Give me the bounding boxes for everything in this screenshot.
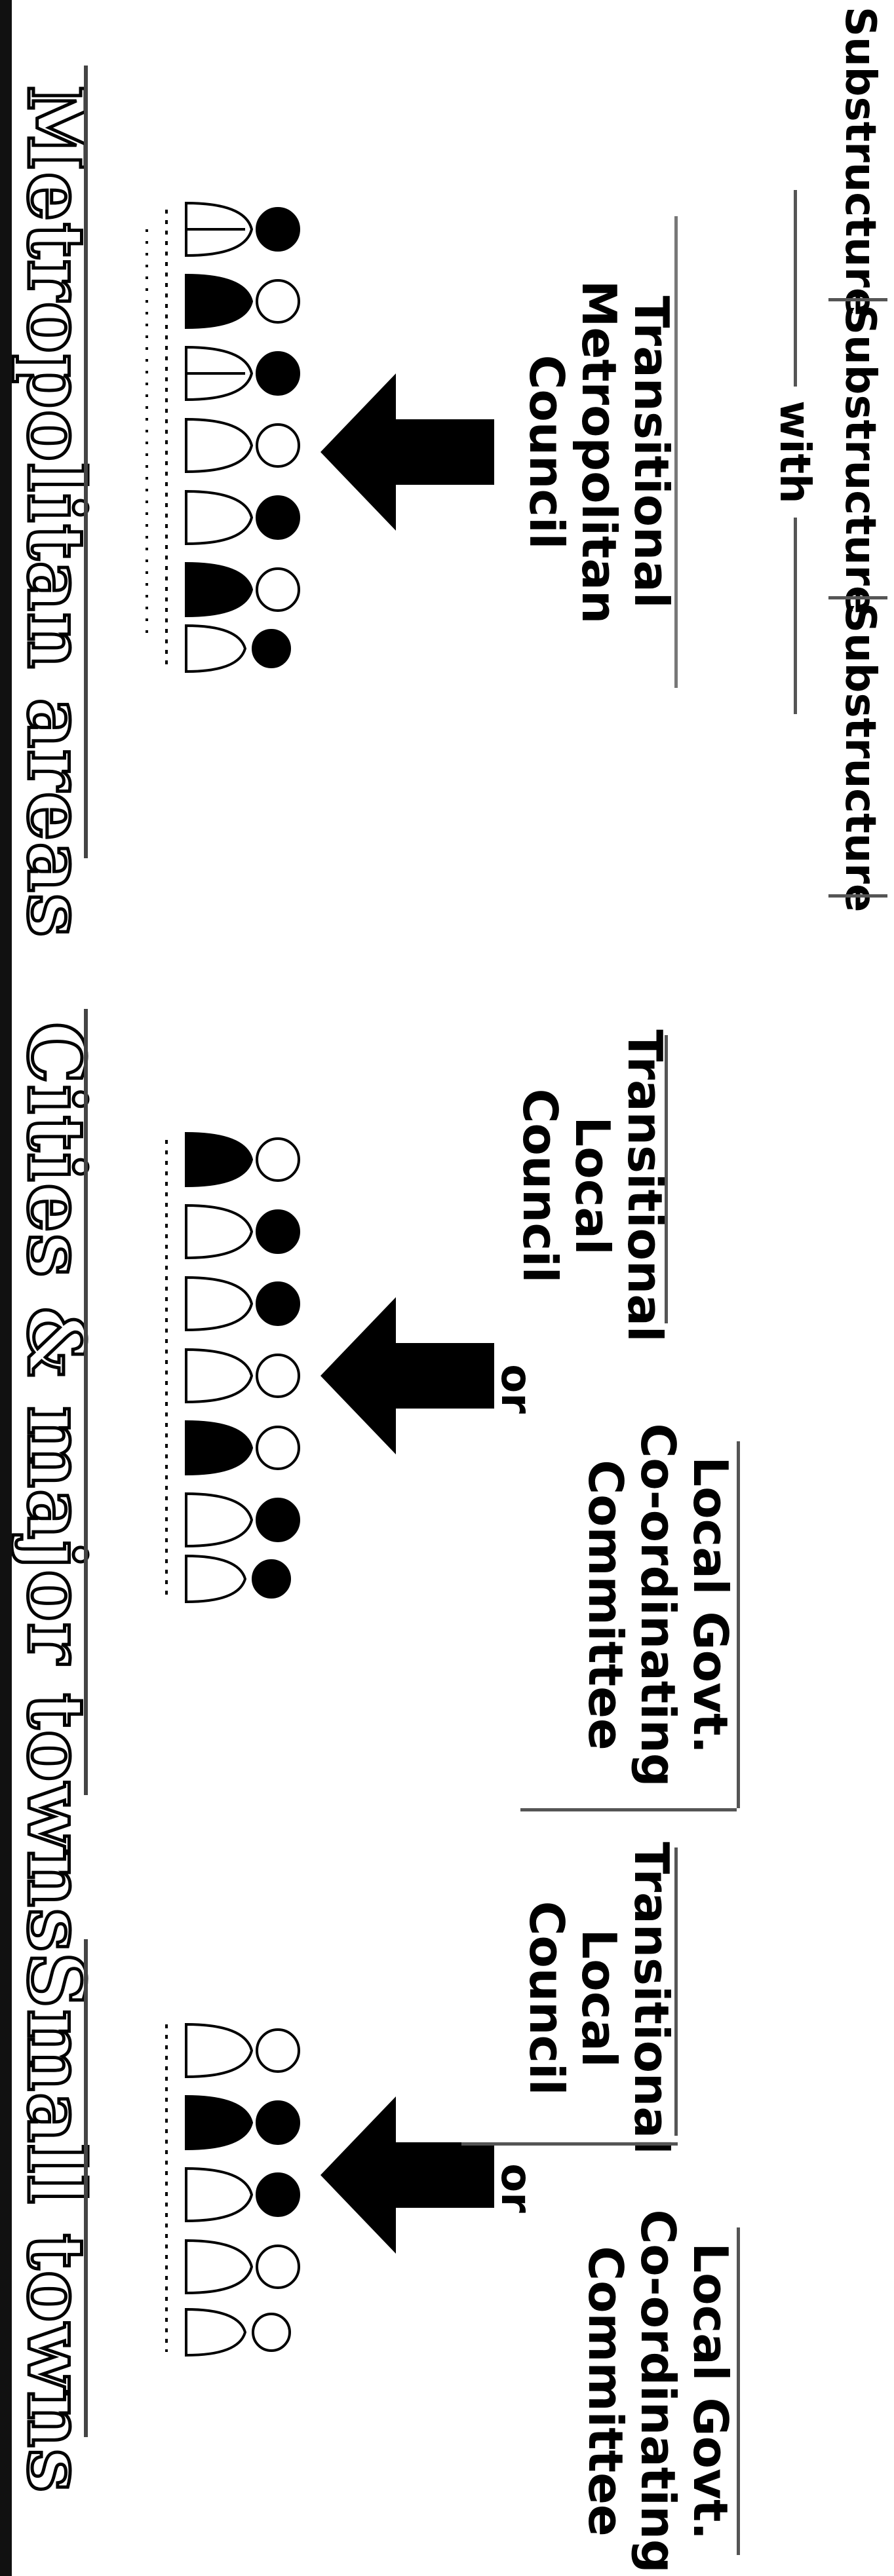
title-underline [84, 1009, 88, 1795]
section-title-metropolitan: Metropolitan areas [9, 84, 104, 940]
connector-with: with [770, 400, 819, 504]
down-arrow-icon [321, 1297, 494, 1454]
sub-divider-1 [828, 298, 887, 301]
left-label-rule [665, 1035, 668, 1323]
title-underline [84, 66, 88, 858]
substructure-1: Substructure [836, 7, 884, 316]
right-label-lgcc: Local Govt. Co-ordinating Committee [578, 1423, 738, 1787]
sub-divider-2 [828, 596, 887, 599]
group-of-people-icon [146, 201, 300, 673]
connector-or: or [492, 1364, 540, 1414]
left-label-rule [674, 1847, 678, 2136]
main-label-tmc: Transitional Metropolitan Council [519, 280, 679, 624]
substructure-2: Substructure [836, 305, 884, 615]
section-title-small-towns: Small towns [9, 1951, 104, 2495]
left-label-rule-v [461, 2142, 678, 2146]
right-label-rule-v [520, 1808, 737, 1811]
down-arrow-icon [321, 2096, 494, 2254]
sub-divider-3 [828, 894, 887, 898]
down-arrow-icon [321, 373, 494, 531]
right-label-lgcc: Local Govt. Co-ordinating Committee [578, 2209, 738, 2573]
right-label-rule-h [737, 1441, 740, 1808]
connector-or: or [492, 2163, 540, 2213]
with-rule-right [794, 518, 797, 714]
title-underline [84, 1939, 88, 2437]
right-label-rule-h [737, 2227, 740, 2555]
top-rule [674, 216, 678, 688]
section-title-cities: Cities & major towns [9, 1021, 104, 1955]
left-label-tlc: Transitional Local Council [513, 1029, 672, 1342]
group-of-people-icon [165, 1131, 300, 1604]
left-label-tlc: Transitional Local Council [519, 1842, 679, 2155]
substructure-3: Substructure [836, 603, 884, 913]
scan-edge-bar [0, 0, 12, 2576]
with-rule-left [794, 190, 797, 387]
group-of-people-icon [165, 2022, 300, 2357]
